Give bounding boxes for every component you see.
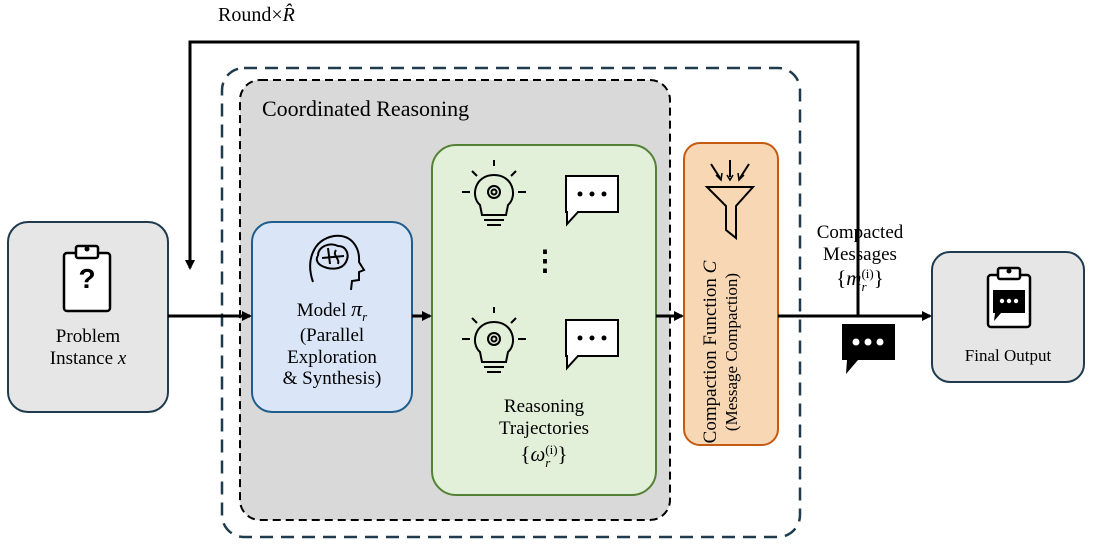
messages-label-line1: Compacted bbox=[816, 222, 904, 243]
model-label-line3: Exploration bbox=[287, 346, 377, 368]
trajectories-math: {ω(i)r} bbox=[520, 441, 568, 470]
trajectories-node bbox=[431, 144, 657, 496]
final-output-label: Final Output bbox=[964, 346, 1052, 365]
container-title: Coordinated Reasoning bbox=[262, 96, 470, 121]
model-label-line4: & Synthesis) bbox=[282, 368, 382, 390]
speech-bubble-icon bbox=[565, 175, 619, 227]
clipboard-chat-icon bbox=[986, 266, 1032, 329]
speech-bubble-icon bbox=[565, 319, 619, 371]
problem-label: Problem Instance x bbox=[18, 326, 158, 370]
loop-label: Round×R̂ bbox=[218, 4, 358, 27]
problem-icon-glyph: ? bbox=[78, 263, 96, 294]
messages-math: {m(i)r} bbox=[836, 265, 884, 294]
clipboard-question-icon bbox=[62, 244, 112, 313]
lightbulb-gear-icon bbox=[462, 160, 526, 226]
brain-head-icon bbox=[309, 234, 366, 291]
messages-label: Compacted Messages {m(i)r} bbox=[796, 222, 924, 293]
problem-label-line1: Problem bbox=[55, 326, 121, 347]
compaction-label-line1: Compaction Function C bbox=[700, 260, 721, 444]
model-label-line1: Model πr bbox=[296, 296, 368, 324]
trajectory-ellipsis: ⋮ bbox=[531, 246, 559, 277]
loop-label-var: R̂ bbox=[282, 4, 295, 26]
chat-bubble-icon bbox=[842, 324, 895, 374]
lightbulb-gear-icon bbox=[462, 307, 526, 373]
trajectories-label-line1: Reasoning bbox=[503, 396, 585, 417]
trajectories-label-line2: Trajectories bbox=[498, 417, 590, 439]
model-label-line2: (Parallel bbox=[299, 324, 365, 346]
compaction-label-line2: (Message Compaction) bbox=[722, 272, 741, 432]
outer-dashed-container bbox=[220, 66, 802, 539]
feedback-loop-arrow bbox=[185, 40, 860, 316]
model-label: Model πr (Parallel Exploration & Synthes… bbox=[256, 296, 408, 390]
loop-label-prefix: Round× bbox=[218, 4, 283, 26]
compaction-label: Compaction Function C (Message Compactio… bbox=[700, 202, 760, 502]
trajectories-label: Reasoning Trajectories {ω(i)r} bbox=[444, 396, 644, 469]
messages-label-line2: Messages bbox=[823, 243, 897, 265]
funnel-icon bbox=[704, 160, 756, 241]
compaction-node bbox=[683, 142, 779, 446]
problem-label-line2: Instance x bbox=[49, 347, 127, 369]
